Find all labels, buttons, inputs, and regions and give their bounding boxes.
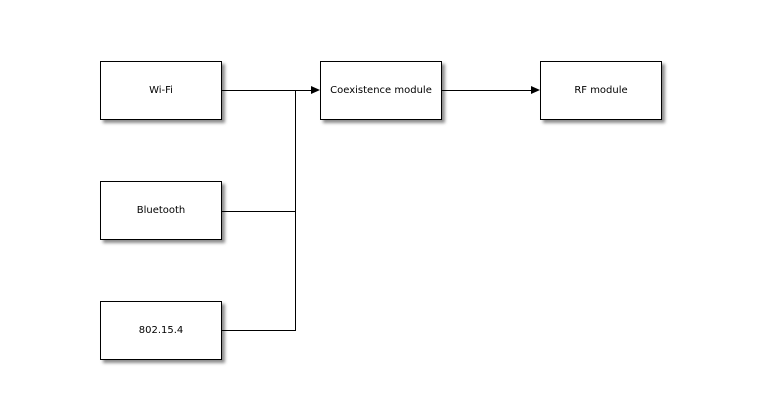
arrowhead-into-rf-icon [531,86,540,94]
block-802-15-4-label: 802.15.4 [138,325,184,336]
block-wifi: Wi-Fi [100,61,222,120]
block-rf-module-label: RF module [574,85,628,96]
connector-coexistence-to-rf [442,90,532,91]
block-bluetooth-label: Bluetooth [136,205,186,216]
block-802-15-4: 802.15.4 [100,301,222,360]
arrowhead-into-coexistence-icon [311,86,320,94]
connector-802154-to-junction [222,330,296,331]
block-coexistence-module: Coexistence module [320,61,442,120]
connector-bluetooth-to-junction [222,211,296,212]
connector-shared-junction [295,90,296,331]
connector-wifi-to-coexistence [222,90,312,91]
block-coexistence-module-label: Coexistence module [330,85,432,96]
block-wifi-label: Wi-Fi [149,85,173,96]
block-rf-module: RF module [540,61,662,120]
block-bluetooth: Bluetooth [100,181,222,240]
